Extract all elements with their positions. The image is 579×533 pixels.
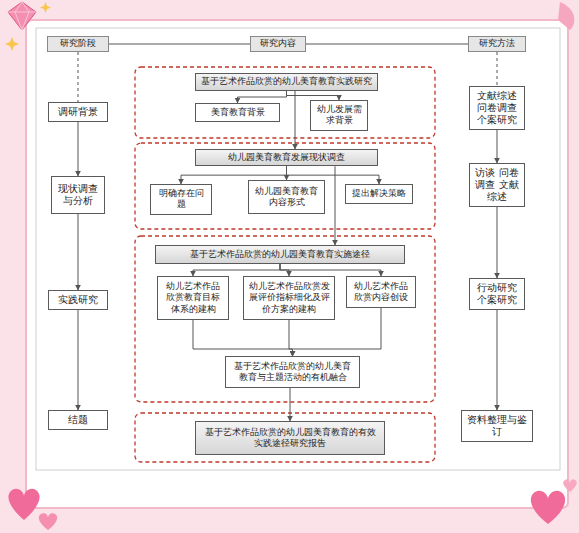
node-text: 结题 — [68, 414, 88, 426]
connector — [193, 320, 293, 356]
node-text: 现状调查与分析 — [56, 183, 100, 207]
content-box: 提出解决策略 — [345, 184, 413, 204]
content-header: 研究内容 — [250, 36, 306, 52]
node-text: 基于艺术作品欣赏的幼儿美育教育与主题活动的有机融合 — [230, 361, 355, 384]
stage-box: 调研背景 — [48, 102, 108, 122]
connector — [78, 310, 79, 410]
connector — [289, 320, 293, 356]
node-text: 明确存在问题 — [155, 188, 207, 211]
dashed-group — [135, 236, 435, 402]
node-text: 提出解决策略 — [352, 188, 406, 199]
connector — [280, 264, 381, 276]
method-box: 行动研究 个案研究 — [469, 278, 525, 310]
node-text: 幼儿艺术作品欣赏发展评价指标细化及评价方案的建构 — [248, 281, 330, 315]
connector — [295, 91, 296, 149]
report-box: 基于艺术作品欣赏的幼儿园美育教育的有效实践途径研究报告 — [195, 421, 385, 455]
content-box: 幼儿艺术作品欣赏发展评价指标细化及评价方案的建构 — [243, 276, 335, 320]
stage-box: 现状调查与分析 — [51, 176, 105, 214]
decoration — [5, 2, 577, 530]
stage-box: 结题 — [48, 410, 108, 430]
dashed-group — [135, 67, 435, 138]
content-box: 幼儿艺术作品欣赏内容创设 — [346, 276, 416, 308]
group-title-box: 基于艺术作品欣赏的幼儿美育教育实践研究 — [195, 73, 378, 91]
node-text: 研究内容 — [260, 38, 296, 49]
connector — [335, 166, 336, 245]
content-box: 美育教育背景 — [195, 103, 280, 122]
node-text: 研究阶段 — [60, 38, 96, 49]
node-text: 幼儿发展需求背景 — [315, 104, 363, 127]
node-text: 实践研究 — [58, 294, 98, 306]
connector — [109, 44, 250, 45]
connector — [193, 264, 280, 276]
connector — [78, 122, 79, 176]
connector — [287, 91, 340, 100]
connector — [78, 214, 79, 290]
node-text: 基于艺术作品欣赏的幼儿美育教育实践研究 — [201, 76, 372, 87]
group-title-box: 幼儿园美育教育发展现状调查 — [195, 149, 378, 166]
node-text: 美育教育背景 — [211, 107, 265, 118]
connector — [78, 52, 79, 102]
node-text: 幼儿园美育教育发展现状调查 — [228, 152, 345, 163]
node-text: 文献综述 问卷调查 个案研究 — [474, 90, 520, 126]
content-box: 幼儿发展需求背景 — [310, 100, 368, 131]
dashed-group — [135, 413, 435, 462]
method-header: 研究方法 — [468, 36, 526, 52]
node-text: 行动研究 个案研究 — [474, 282, 520, 306]
node-text: 幼儿艺术作品欣赏教育目标体系的建构 — [162, 281, 224, 315]
node-text: 资料整理与鉴订 — [466, 414, 528, 438]
frame — [36, 28, 560, 470]
group-title-box: 基于艺术作品欣赏的幼儿园美育教育实施途径 — [155, 245, 405, 264]
content-box: 幼儿园美育教育内容形式 — [248, 180, 325, 214]
node-text: 基于艺术作品欣赏的幼儿园美育教育的有效实践途径研究报告 — [201, 427, 379, 450]
content-box: 基于艺术作品欣赏的幼儿美育教育与主题活动的有机融合 — [225, 356, 360, 388]
connector — [497, 130, 498, 163]
node-text: 研究方法 — [479, 38, 515, 49]
content-box: 明确存在问题 — [150, 184, 212, 215]
method-box: 访谈 问卷调查 文献综述 — [469, 163, 525, 207]
connector — [306, 44, 468, 45]
connector — [497, 207, 498, 278]
node-text: 幼儿园美育教育内容形式 — [253, 186, 320, 209]
card — [26, 20, 568, 508]
connector — [238, 91, 287, 103]
dashed-group — [135, 143, 435, 229]
method-box: 资料整理与鉴订 — [461, 410, 533, 442]
node-text: 基于艺术作品欣赏的幼儿园美育教育实施途径 — [190, 249, 370, 260]
connector — [497, 52, 498, 86]
method-box: 文献综述 问卷调查 个案研究 — [469, 86, 525, 130]
node-text: 幼儿艺术作品欣赏内容创设 — [351, 281, 411, 304]
stage-box: 实践研究 — [48, 290, 108, 310]
connector — [290, 388, 291, 421]
stage-header: 研究阶段 — [47, 36, 109, 52]
content-box: 幼儿艺术作品欣赏教育目标体系的建构 — [157, 276, 229, 320]
connector — [497, 310, 498, 410]
node-text: 访谈 问卷调查 文献综述 — [474, 167, 520, 203]
node-text: 调研背景 — [58, 106, 98, 118]
